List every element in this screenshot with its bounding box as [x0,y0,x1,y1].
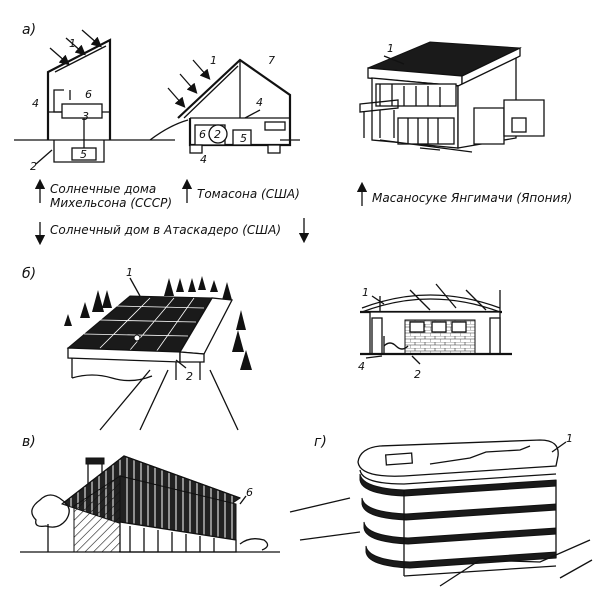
atascadero-label-1: 1 [126,266,133,279]
tomason-label-4: 4 [256,96,263,109]
panel-label-v: в) [22,434,36,450]
mikhelson-house [14,29,175,163]
yanagimachi-label-1: 1 [387,42,394,55]
panel-label-g: г) [314,434,327,450]
atascadero-house [64,276,252,431]
panel-v-label-6: 6 [246,486,253,499]
panel-g-label-1: 1 [566,432,573,445]
panel-v-house [20,455,280,553]
tomason-label-4b: 4 [200,153,207,166]
section-label-1: 1 [362,286,369,299]
caption-mikhelson-2: Михельсона (СССР) [50,196,172,210]
tomason-label-5: 5 [240,132,247,145]
mikhelson-label-3: 3 [82,110,89,123]
tomason-label-6: 6 [199,128,206,141]
caption-atascadero: Солнечный дом в Атаскадеро (США) [50,223,281,237]
caption-mikhelson-1: Солнечные дома [50,182,156,196]
mikhelson-label-5: 5 [80,148,87,161]
caption-yanagimachi: Масаносуке Янгимачи (Япония) [372,191,572,205]
caption-arrows [34,178,368,246]
mikhelson-label-2: 2 [30,160,37,173]
panel-label-b: б) [22,266,36,282]
tomason-house [149,58,300,154]
panel-g-building [289,439,593,587]
caption-tomason: Томасона (США) [197,187,300,201]
tomason-label-1: 1 [210,54,217,67]
mikhelson-label-1: 1 [69,37,76,50]
panel-label-a: а) [22,22,36,38]
mikhelson-label-6: 6 [85,88,92,101]
atascadero-section [360,283,512,365]
section-label-2: 2 [414,368,421,381]
tomason-label-2: 2 [214,128,221,141]
section-label-4: 4 [358,360,365,373]
mikhelson-label-4: 4 [32,97,39,110]
yanagimachi-house [359,41,545,153]
tomason-label-7: 7 [268,54,275,67]
atascadero-label-2: 2 [186,370,193,383]
